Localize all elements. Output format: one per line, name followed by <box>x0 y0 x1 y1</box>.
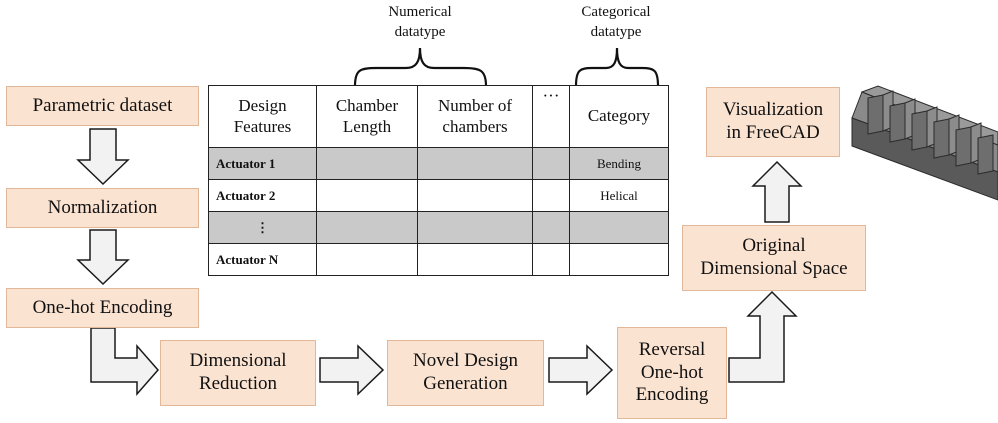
dimensional-reduction-box: Dimensional Reduction <box>160 340 316 406</box>
table-row: Actuator N <box>208 243 669 276</box>
onehot-encoding-box: One-hot Encoding <box>6 288 199 328</box>
numerical-brace <box>353 47 488 87</box>
row-category: Helical <box>569 179 669 212</box>
row-name: ⋮ <box>208 211 317 244</box>
header-chamber-length: Chamber Length <box>316 85 418 148</box>
row-category <box>569 243 669 276</box>
arrow-down-2 <box>76 229 130 286</box>
row-category <box>569 211 669 244</box>
arrow-right-1 <box>319 344 385 396</box>
header-design-features: Design Features <box>208 85 317 148</box>
novel-design-generation-box: Novel Design Generation <box>387 340 544 406</box>
reversal-onehot-box: Reversal One-hot Encoding <box>617 327 727 419</box>
design-features-table: Design Features Chamber Length Number of… <box>208 85 669 276</box>
header-category: Category <box>569 85 669 148</box>
table-row: Actuator 2 Helical <box>208 179 669 212</box>
categorical-brace <box>574 47 660 87</box>
numerical-datatype-label: Numerical datatype <box>388 4 452 41</box>
categorical-datatype-label: Categorical datatype <box>581 4 651 41</box>
arrow-elbow-2 <box>728 290 798 383</box>
original-dimensional-space-box: Original Dimensional Space <box>682 225 866 291</box>
visualization-freecad-box: Visualization in FreeCAD <box>706 87 840 157</box>
arrow-down-1 <box>76 128 130 186</box>
arrow-right-2 <box>548 344 614 396</box>
arrow-elbow-1 <box>90 327 159 396</box>
row-name: Actuator 2 <box>208 179 317 212</box>
table-row: Actuator 1 Bending <box>208 147 669 180</box>
arrow-up-1 <box>751 160 803 223</box>
normalization-box: Normalization <box>6 188 199 228</box>
row-category: Bending <box>569 147 669 180</box>
actuator-3d-model <box>851 85 998 201</box>
parametric-dataset-box: Parametric dataset <box>6 86 199 126</box>
table-row: ⋮ <box>208 211 669 244</box>
row-name: Actuator 1 <box>208 147 317 180</box>
header-ellipsis: ··· <box>532 85 570 148</box>
row-name: Actuator N <box>208 243 317 276</box>
header-number-of-chambers: Number of chambers <box>417 85 533 148</box>
